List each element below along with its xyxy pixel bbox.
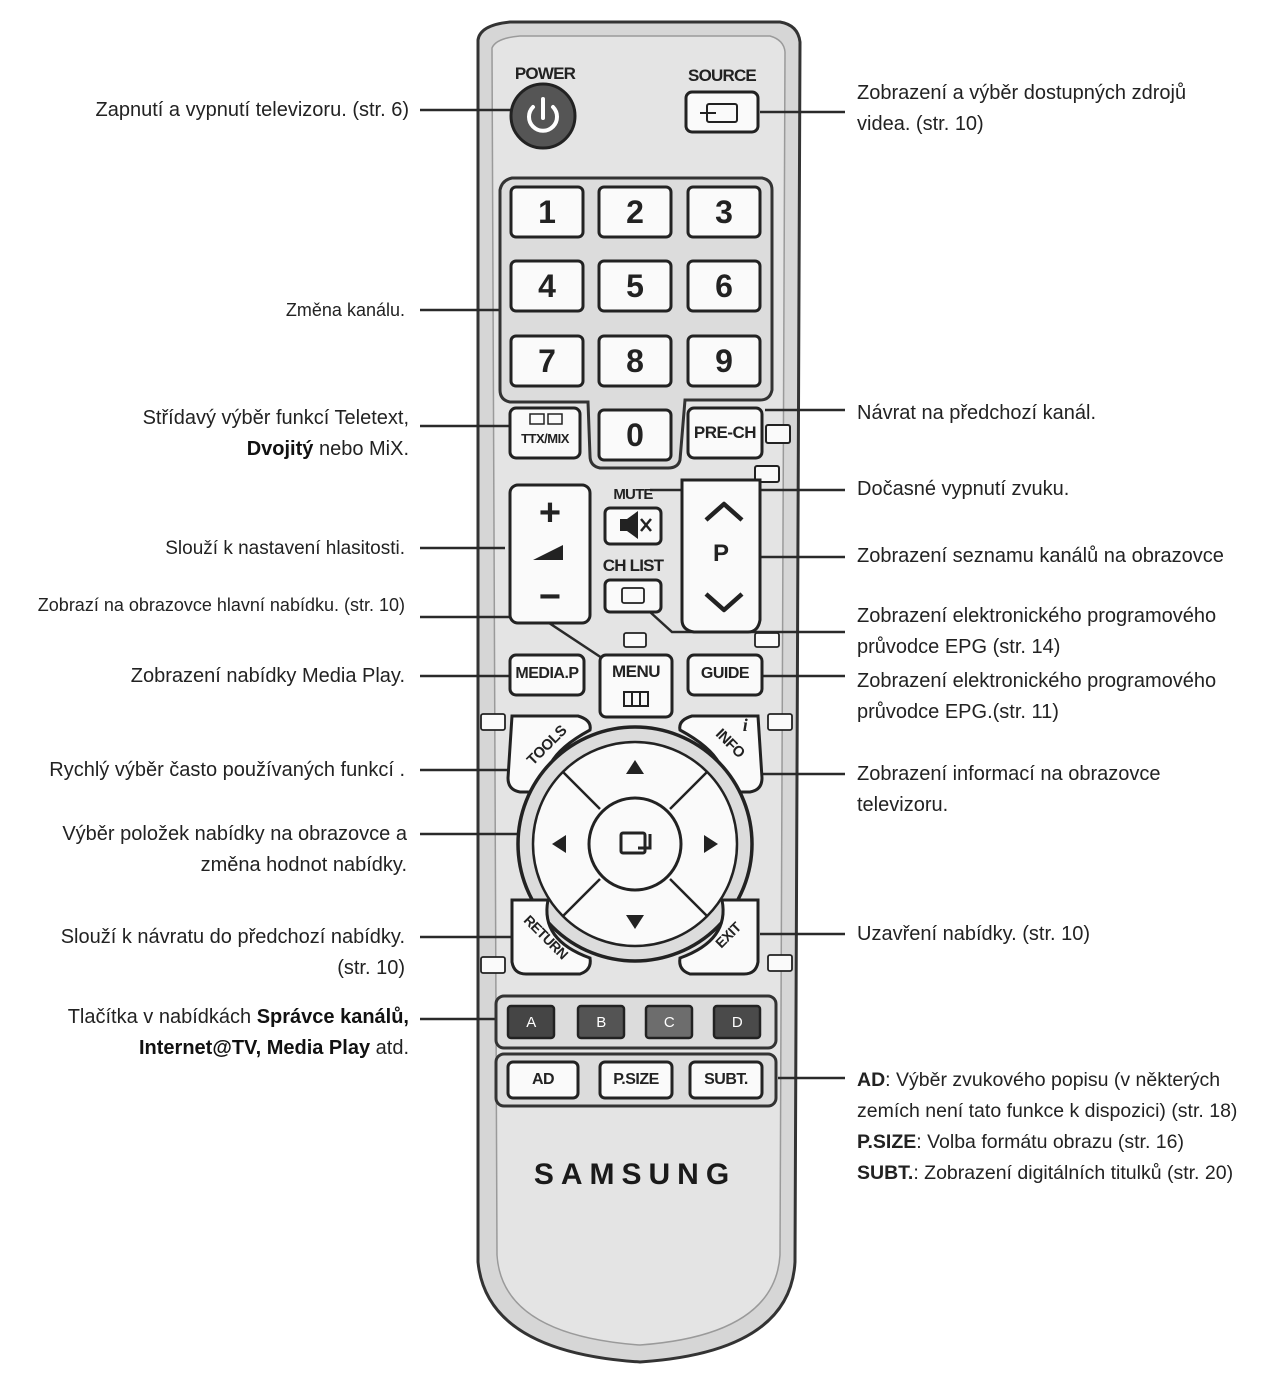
callout-info: Zobrazení informací na obrazovce televiz… <box>857 763 1161 816</box>
ch-list-button[interactable] <box>603 578 663 614</box>
source-button[interactable] <box>684 90 760 134</box>
info-icon: i <box>742 715 748 735</box>
source-label: SOURCE <box>688 66 757 85</box>
menu-button[interactable] <box>598 653 674 719</box>
tt-cancel-icon <box>767 954 793 972</box>
callout-ch-list: Zobrazení seznamu kanálů na obrazovce <box>857 545 1224 567</box>
media-p-label: MEDIA.P <box>515 665 579 682</box>
media-p-button[interactable] <box>508 653 586 697</box>
guide-label: GUIDE <box>700 665 750 682</box>
tt-mode-icon <box>623 632 647 648</box>
enter-icon <box>619 831 647 855</box>
arrow-down-icon[interactable] <box>626 915 644 929</box>
color-key-c[interactable]: C <box>663 1014 675 1031</box>
ttx-mix-label: TTX/MIX <box>521 431 569 446</box>
digit-3[interactable]: 3 <box>715 194 733 230</box>
digit-8[interactable]: 8 <box>626 343 644 379</box>
ad-button <box>506 1060 580 1100</box>
channel-down-icon <box>704 592 744 613</box>
digit-9[interactable]: 9 <box>715 343 733 379</box>
p-size-label: P.SIZE <box>613 1071 659 1088</box>
callout-source: Zobrazení a výběr dostupných zdrojů vide… <box>857 82 1187 135</box>
arrow-left-icon[interactable] <box>552 835 566 853</box>
callout-power: Zapnutí a vypnutí televizoru. (str. 6) <box>95 99 409 121</box>
tt-reveal-icon <box>767 713 793 731</box>
callout-epg-2: Zobrazení elektronického programového pr… <box>857 670 1217 723</box>
ad-label: AD <box>531 1071 555 1088</box>
tt-index-icon <box>480 713 506 731</box>
pre-ch-label: PRE-CH <box>693 423 757 442</box>
menu-icon <box>623 691 649 707</box>
color-key-a[interactable]: A <box>526 1014 536 1031</box>
teletext-icon <box>529 413 545 425</box>
callout-exit: Uzavření nabídky. (str. 10) <box>857 923 1091 945</box>
callout-epg-1: Zobrazení elektronického programového pr… <box>857 605 1217 658</box>
guide-button[interactable] <box>686 653 764 697</box>
menu-label: MENU <box>611 662 661 681</box>
power-label: POWER <box>514 64 576 83</box>
digit-2[interactable]: 2 <box>626 194 644 230</box>
color-keys[interactable] <box>506 1004 762 1040</box>
callout-tools: Rychlý výběr často používaných funkcí . <box>49 759 405 781</box>
digit-0[interactable]: 0 <box>626 417 644 453</box>
ch-list-label: CH LIST <box>602 556 664 575</box>
volume-up-key[interactable]: + <box>538 492 562 534</box>
subt-label: SUBT. <box>704 1071 748 1088</box>
tt-size-icon <box>754 465 780 483</box>
channel-up-icon <box>704 501 744 522</box>
arrow-up-icon[interactable] <box>626 760 644 774</box>
ch-list-icon <box>621 587 645 604</box>
mute-icon <box>620 519 627 531</box>
callout-teletext: Střídavý výběr funkcí Teletext, Dvojitý … <box>142 407 409 460</box>
pre-ch-button[interactable] <box>686 406 764 460</box>
callout-navigation: Výběr položek nabídky na obrazovce a změ… <box>62 823 407 876</box>
digit-7[interactable]: 7 <box>538 343 556 379</box>
return-button[interactable] <box>510 898 592 976</box>
color-key-d[interactable]: D <box>731 1014 743 1031</box>
enter-button[interactable] <box>587 796 683 892</box>
channel-p-label: P <box>712 540 729 567</box>
color-key-b[interactable]: B <box>596 1014 606 1031</box>
exit-button[interactable] <box>678 898 760 976</box>
callout-media-play: Zobrazení nabídky Media Play. <box>130 665 405 687</box>
p-size-button <box>598 1060 674 1100</box>
callout-mute: Dočasné vypnutí zvuku. <box>857 478 1070 500</box>
digit-4[interactable]: 4 <box>538 268 556 304</box>
subt-button <box>688 1060 764 1100</box>
digit-keys[interactable] <box>509 185 762 462</box>
volume-down-key[interactable]: − <box>538 576 562 618</box>
tt-list-icon <box>754 632 780 648</box>
callout-menu: Zobrazí na obrazovce hlavní nabídku. (st… <box>37 595 405 615</box>
callout-channel-change: Změna kanálu. <box>285 300 405 320</box>
digit-1[interactable]: 1 <box>538 194 556 230</box>
power-icon <box>527 105 559 133</box>
digit-5[interactable]: 5 <box>626 268 644 304</box>
callout-bottom-keys: AD: Výběr zvukového popisu (v některých … <box>857 1069 1238 1184</box>
volume-icon <box>533 545 563 560</box>
digit-6[interactable]: 6 <box>715 268 733 304</box>
callout-return: Slouží k návratu do předchozí nabídky. (… <box>60 926 405 979</box>
brand-logo: SAMSUNG <box>533 1158 737 1191</box>
arrow-right-icon[interactable] <box>704 835 718 853</box>
callout-color-keys: Tlačítka v nabídkách Správce kanálů, Int… <box>67 1006 409 1059</box>
callout-pre-ch: Návrat na předchozí kanál. <box>857 402 1097 424</box>
mute-label: MUTE <box>613 486 653 503</box>
callout-volume: Slouží k nastavení hlasitosti. <box>165 538 405 559</box>
tt-hold-icon <box>765 424 791 444</box>
tt-sub-icon <box>480 956 506 974</box>
